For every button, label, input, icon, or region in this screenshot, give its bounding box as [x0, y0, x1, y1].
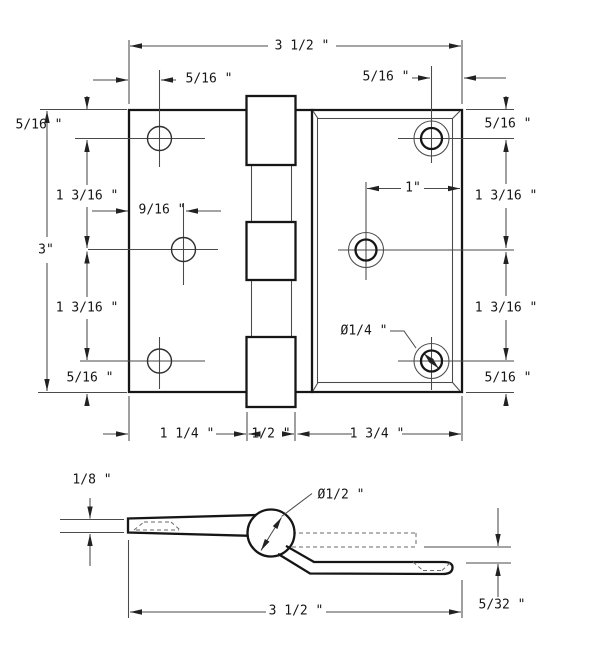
- countersink-bottom-right: [413, 342, 450, 380]
- dim-left-chain-bottom: 5/16 ": [67, 371, 114, 386]
- right-leaf-outline: [292, 108, 464, 394]
- dim-hole-diameter: Ø1/4 ": [341, 324, 388, 339]
- dim-leaf-offset: 5/32 ": [479, 598, 526, 613]
- hole-diameter-leader: [390, 330, 417, 349]
- left-leaf-outline: [127, 108, 250, 394]
- dim-barrel-diameter: Ø1/2 ": [318, 488, 365, 503]
- countersink-top-right: [413, 120, 450, 157]
- dim-left-chain-upper: 1 3/16 ": [56, 189, 119, 204]
- hole-top-left: [146, 125, 173, 152]
- right-leaf-bevel: [312, 110, 461, 392]
- extension-lines-side-view: [60, 518, 511, 618]
- side-view: 1/8 " Ø1/2 " 3 1/2 " 5/32 ": [60, 473, 525, 619]
- dim-left-chain-top: 5/16 ": [16, 118, 63, 133]
- dim-right-chain-top: 5/16 ": [485, 117, 532, 132]
- hole-center-right: [354, 238, 378, 262]
- right-leaf-side: [277, 544, 454, 576]
- dim-left-chain-lower: 1 3/16 ": [56, 301, 119, 316]
- hinge-barrel-knuckles: [245, 94, 297, 409]
- dimension-lines-top-view: [44, 43, 509, 437]
- barrel-diameter-leader: [281, 493, 313, 517]
- dim-overall-height: 3": [38, 243, 54, 258]
- left-leaf-side: [126, 513, 262, 538]
- dim-right-chain-lower: 1 3/16 ": [475, 301, 538, 316]
- dim-bottom-barrel: 1/2 ": [251, 427, 290, 442]
- dim-overall-width-top: 3 1/2 ": [275, 39, 330, 54]
- right-leaf-countersink-hidden: [412, 561, 451, 571]
- dim-bottom-left-leaf: 1 1/4 ": [160, 427, 215, 442]
- knuckle-top: [245, 94, 297, 167]
- barrel-side: [246, 508, 296, 558]
- barrel-pin-sections: [250, 165, 293, 337]
- left-leaf-countersink-hidden: [133, 521, 181, 531]
- dim-right-chain-upper: 1 3/16 ": [475, 189, 538, 204]
- labels-side-view: 1/8 " Ø1/2 " 3 1/2 " 5/32 ": [72, 473, 525, 619]
- offset-leaf-hidden-outline: [292, 532, 417, 548]
- hole-top-right: [419, 126, 444, 151]
- knuckle-bottom: [245, 335, 297, 409]
- hole-bottom-left: [146, 348, 173, 374]
- top-view: 3 1/2 " 5/16 " 5/16 " 5/16 " 1 3/16 " 3"…: [16, 39, 538, 442]
- dim-right-hole-top-inset: 5/16 ": [363, 70, 410, 85]
- dim-right-center-hole-inset: 1": [405, 181, 421, 196]
- countersink-center-right: [347, 231, 385, 269]
- labels-top-view: 3 1/2 " 5/16 " 5/16 " 5/16 " 1 3/16 " 3"…: [16, 39, 538, 442]
- screw-holes-left-leaf: [146, 125, 197, 374]
- hole-bottom-right: [419, 349, 444, 373]
- dim-left-hole-top-inset: 5/16 ": [186, 72, 233, 87]
- screw-holes-right-leaf: [347, 120, 450, 380]
- dim-bottom-right-leaf: 1 3/4 ": [350, 427, 405, 442]
- hole-middle-left: [170, 236, 197, 263]
- knuckle-middle: [245, 220, 297, 282]
- dim-center-hole-inset: 9/16 ": [139, 203, 186, 218]
- dimension-lines-side-view: [87, 493, 501, 615]
- dim-overall-width-side: 3 1/2 ": [269, 604, 324, 619]
- dim-leaf-thickness: 1/8 ": [72, 473, 111, 488]
- dim-right-chain-bottom: 5/16 ": [485, 371, 532, 386]
